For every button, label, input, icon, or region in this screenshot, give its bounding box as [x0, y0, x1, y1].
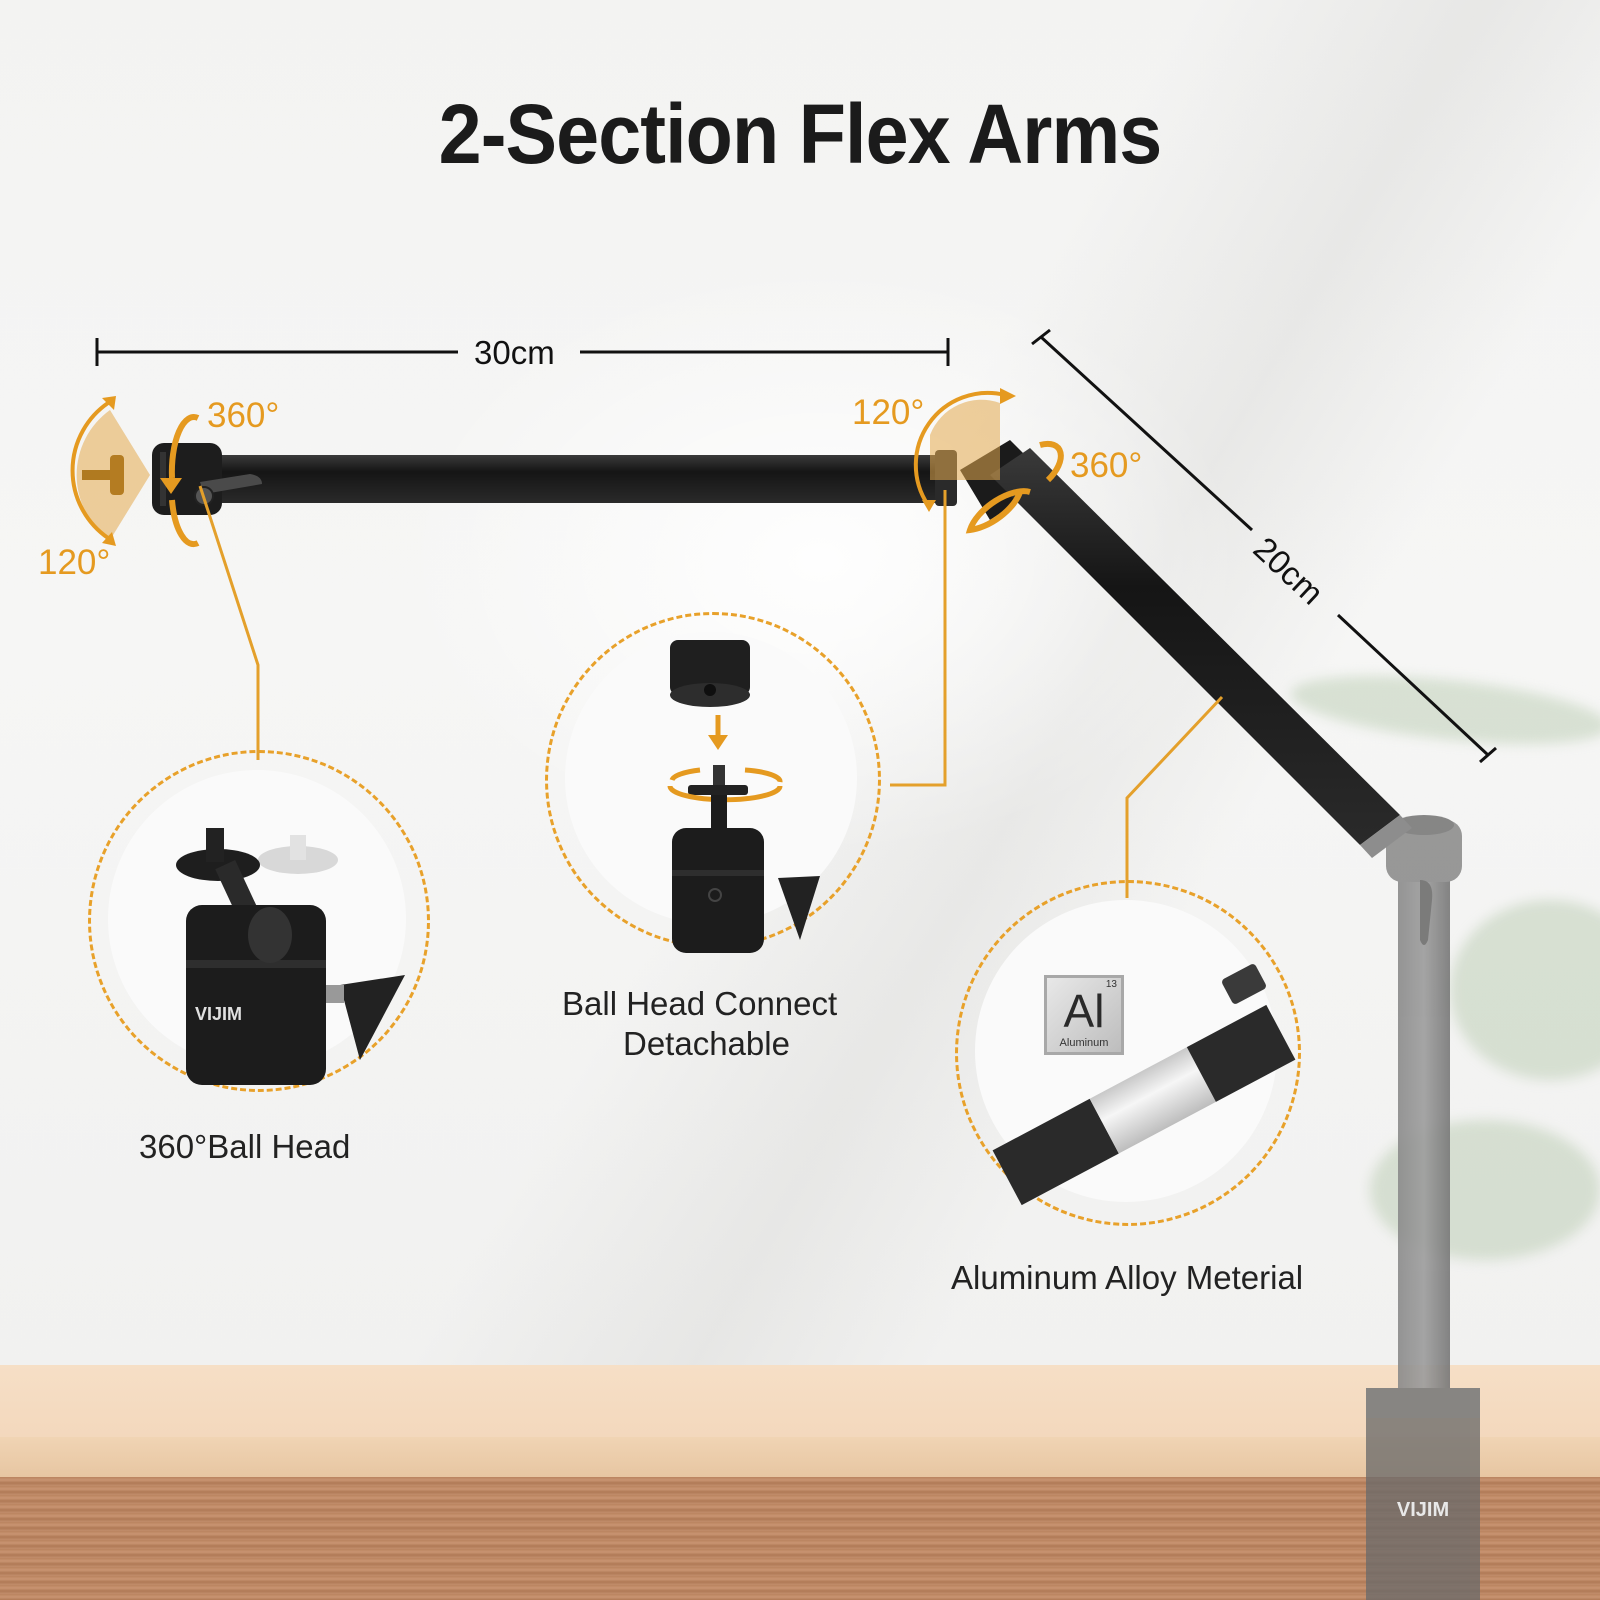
left-rotate-indicator [160, 414, 200, 548]
joint-tilt-label: 120° [852, 393, 925, 432]
mount-pole [1366, 815, 1480, 1600]
dimension-label-30cm: 30cm [474, 334, 555, 371]
element-symbol: Al [1063, 985, 1105, 1037]
joint-rotate-label: 360° [1070, 446, 1143, 485]
ball-head-brand-logo: VIJIM [195, 1004, 242, 1024]
aluminum-illustration [992, 964, 1296, 1206]
desk-top [0, 1365, 1600, 1437]
dimension-line-30cm [95, 338, 950, 366]
element-number: 13 [1105, 979, 1117, 990]
desk-edge [0, 1437, 1600, 1477]
element-name: Aluminum [1059, 1037, 1109, 1049]
callout-label-detachable-line2: Detachable [623, 1025, 790, 1062]
callout-label-detachable-line1: Ball Head Connect [562, 985, 838, 1022]
joint-rotate-indicator [965, 440, 1064, 534]
detachable-illustration [667, 640, 820, 953]
joint-tilt-indicator [913, 388, 1016, 512]
dimension-line-20cm [1031, 328, 1497, 764]
left-tilt-label: 120° [38, 543, 111, 582]
long-arm [152, 443, 950, 515]
plant-leaf [1450, 900, 1600, 1080]
ball-head-illustration [176, 828, 405, 1085]
desk-front [0, 1477, 1600, 1600]
left-rotate-label: 360° [207, 396, 280, 435]
short-arm [990, 448, 1412, 858]
aluminum-element-badge: 13 Al Aluminum [1044, 975, 1124, 1055]
left-tilt-indicator [70, 396, 150, 546]
page-title: 2-Section Flex Arms [438, 87, 1163, 181]
callout-connectors [198, 485, 1224, 898]
callout-label-aluminum: Aluminum Alloy Meterial [951, 1259, 1304, 1296]
callout-label-ball-head: 360°Ball Head [139, 1128, 351, 1165]
clamp-brand-logo: VIJIM [1397, 1499, 1449, 1521]
